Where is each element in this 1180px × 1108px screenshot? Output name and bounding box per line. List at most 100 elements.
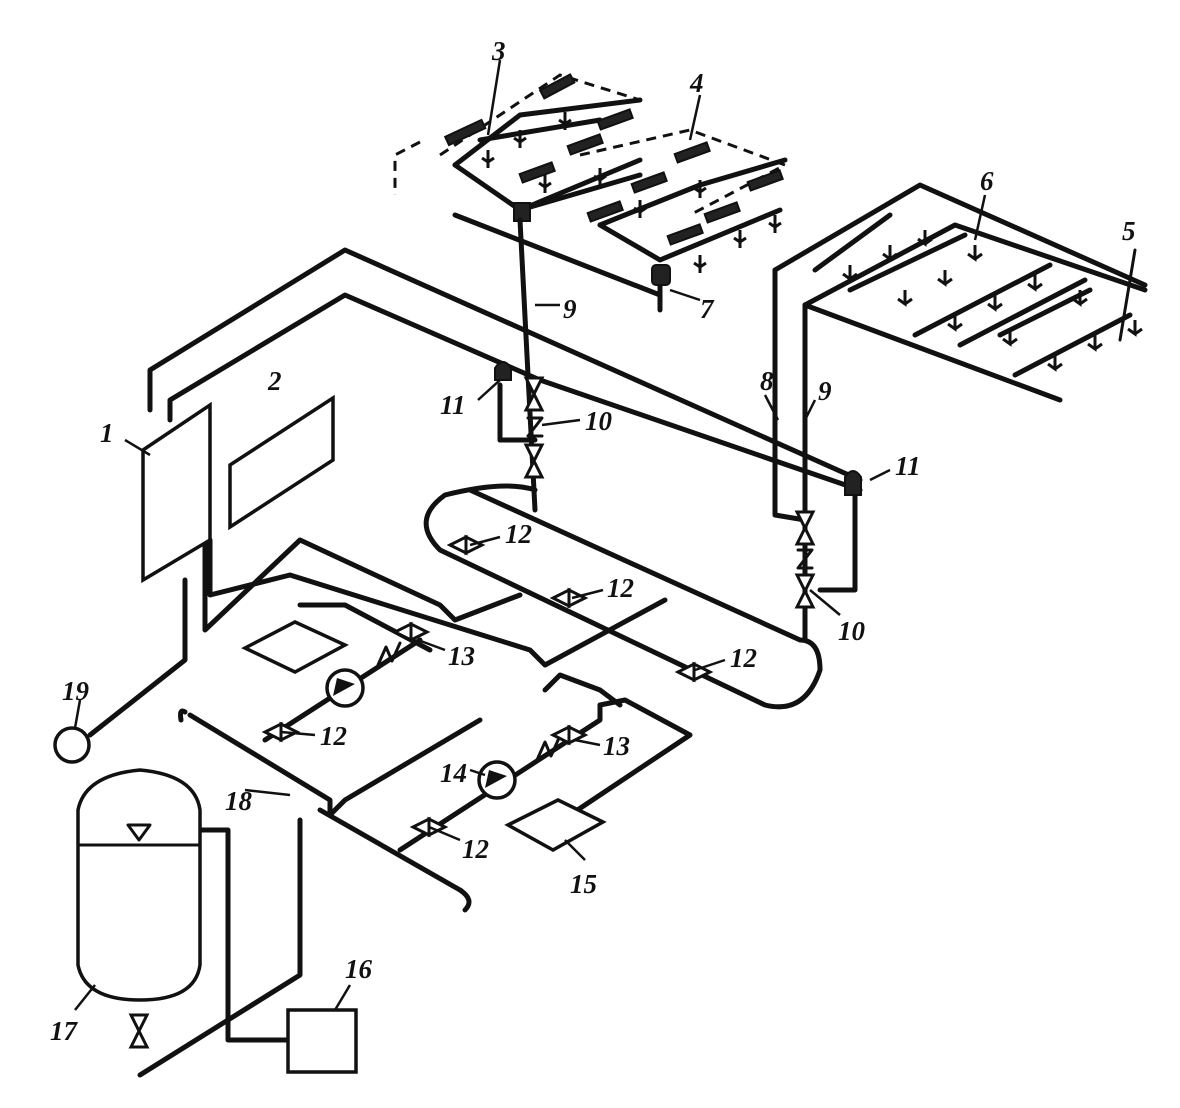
valve bbox=[794, 573, 816, 609]
drencher-head bbox=[630, 171, 668, 194]
main-pipe-outer bbox=[147, 247, 863, 483]
pipe-cap bbox=[457, 887, 472, 913]
label-9: 9 bbox=[563, 294, 577, 324]
device-11-left bbox=[494, 361, 512, 381]
label-12-d: 12 bbox=[320, 721, 347, 751]
distribution-collector bbox=[423, 483, 823, 710]
water-level-marker bbox=[126, 823, 152, 842]
label-11-right: 11 bbox=[895, 451, 921, 481]
collector-loop bbox=[423, 483, 823, 710]
upper-left-sprinkler-section bbox=[393, 73, 789, 313]
label-1: 1 bbox=[100, 418, 114, 448]
label-2: 2 bbox=[267, 366, 282, 396]
control-device-upper bbox=[513, 202, 531, 222]
branch-pipe bbox=[597, 207, 783, 263]
label-15: 15 bbox=[570, 869, 597, 899]
label-9-right: 9 bbox=[818, 376, 832, 406]
label-3: 3 bbox=[491, 36, 506, 66]
branch-pipe bbox=[997, 287, 1093, 338]
pump-motor-15 bbox=[504, 798, 607, 853]
tank-drain-pipe bbox=[137, 817, 303, 1078]
branch-pipe bbox=[812, 212, 893, 273]
tank-supply-pipe bbox=[87, 577, 188, 738]
compressor-16 bbox=[286, 1008, 358, 1074]
label-10-right: 10 bbox=[838, 616, 866, 646]
device-11-right bbox=[844, 470, 862, 496]
check-valve bbox=[391, 621, 431, 643]
pump-1-arrow bbox=[333, 678, 355, 696]
drencher-head bbox=[586, 200, 624, 223]
drencher-head bbox=[596, 108, 634, 131]
distribution-pipe bbox=[802, 302, 1063, 403]
riser-pipe-8 bbox=[772, 267, 808, 523]
branch-pipe bbox=[847, 232, 968, 293]
suction-pipe bbox=[317, 807, 463, 893]
drencher-head bbox=[666, 223, 704, 246]
label-7: 7 bbox=[700, 294, 715, 324]
supply-line-right bbox=[772, 182, 1148, 288]
drencher-head bbox=[746, 169, 784, 192]
branch-pipe bbox=[597, 157, 788, 228]
drencher-head bbox=[673, 141, 711, 164]
section-boundary-dashed-3 bbox=[393, 140, 421, 195]
valve bbox=[523, 376, 545, 412]
bypass-pipe-right bbox=[817, 477, 858, 593]
label-6: 6 bbox=[980, 166, 994, 196]
label-12-e: 12 bbox=[462, 834, 489, 864]
leader-lines bbox=[73, 59, 987, 1011]
sprinkler-heads-group bbox=[481, 112, 782, 273]
pump-motor-1 bbox=[241, 620, 349, 674]
main-supply-pipes bbox=[147, 217, 863, 643]
pump-14-arrow bbox=[485, 770, 507, 788]
label-19: 19 bbox=[62, 676, 90, 706]
valve bbox=[794, 510, 816, 546]
signal-device-7 bbox=[651, 264, 671, 286]
label-13-b: 13 bbox=[603, 731, 630, 761]
label-18: 18 bbox=[225, 786, 253, 816]
pump-2-motor-line bbox=[542, 672, 623, 708]
alarm-valve-symbol bbox=[796, 548, 814, 570]
check-valve-symbol bbox=[535, 736, 561, 762]
drain-valve bbox=[128, 1013, 150, 1049]
label-16: 16 bbox=[345, 954, 373, 984]
supply-line-right bbox=[802, 222, 1148, 308]
drencher-head bbox=[703, 201, 741, 224]
drencher-head bbox=[566, 133, 604, 156]
pressure-gauge-19 bbox=[53, 726, 91, 764]
label-14: 14 bbox=[440, 758, 467, 788]
label-4: 4 bbox=[689, 68, 704, 98]
label-11: 11 bbox=[440, 390, 466, 420]
branch-pipe bbox=[957, 277, 1088, 348]
section-boundary-dashed bbox=[439, 73, 641, 157]
control-panel-2 bbox=[228, 394, 335, 531]
pump-discharge-pipe-2 bbox=[207, 537, 668, 668]
drencher-head bbox=[443, 118, 487, 147]
pipe-cap bbox=[178, 708, 188, 723]
branch-pipe bbox=[452, 97, 643, 168]
check-valves-13 bbox=[376, 621, 589, 762]
label-12-c: 12 bbox=[730, 643, 757, 673]
main-pipe-inner bbox=[167, 292, 543, 423]
pressure-tank-17 bbox=[76, 768, 202, 1002]
control-unit-1 bbox=[141, 401, 212, 584]
label-10: 10 bbox=[585, 406, 613, 436]
branch-pipe bbox=[517, 172, 643, 213]
callout-labels: 1 2 3 4 5 6 7 8 9 9 10 10 11 11 12 12 12… bbox=[50, 36, 1136, 1046]
distribution-pipe bbox=[452, 212, 663, 298]
label-17: 17 bbox=[50, 1016, 79, 1046]
drencher-head bbox=[538, 73, 576, 100]
pump-discharge-pipe bbox=[202, 537, 523, 633]
branch-pipe bbox=[477, 117, 603, 143]
label-8: 8 bbox=[760, 366, 774, 396]
label-12-b: 12 bbox=[607, 573, 634, 603]
gate-valve bbox=[446, 534, 486, 556]
check-valve-symbol bbox=[376, 641, 402, 667]
valve bbox=[523, 443, 545, 479]
branch-pipe bbox=[1012, 312, 1133, 378]
label-12-a: 12 bbox=[505, 519, 532, 549]
gate-valve bbox=[549, 587, 589, 609]
alarm-valve-symbol bbox=[526, 416, 544, 438]
label-13-a: 13 bbox=[448, 641, 475, 671]
compressor-pipe bbox=[197, 827, 293, 1043]
